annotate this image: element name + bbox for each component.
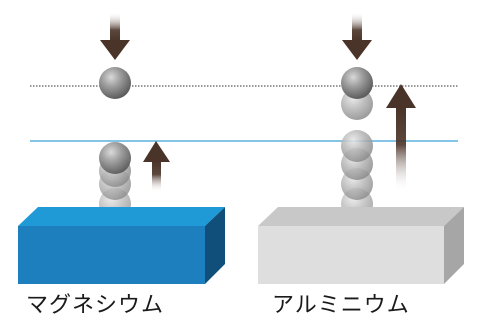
aluminum-drop-arrow: [342, 12, 372, 60]
magnesium-label: マグネシウム: [26, 293, 165, 318]
aluminum-ball-ghost: [341, 130, 373, 162]
magnesium-block: [18, 207, 225, 284]
aluminum-bounce-arrow: [386, 84, 416, 192]
aluminum-block: [258, 207, 464, 284]
aluminum-label: アルミニウム: [272, 293, 410, 318]
magnesium-ball-top: [99, 67, 131, 99]
magnesium-ball-bounce: [99, 142, 131, 174]
magnesium-bounce-arrow: [143, 141, 170, 192]
aluminum-ball-top: [341, 67, 373, 99]
magnesium-drop-arrow: [100, 12, 130, 60]
